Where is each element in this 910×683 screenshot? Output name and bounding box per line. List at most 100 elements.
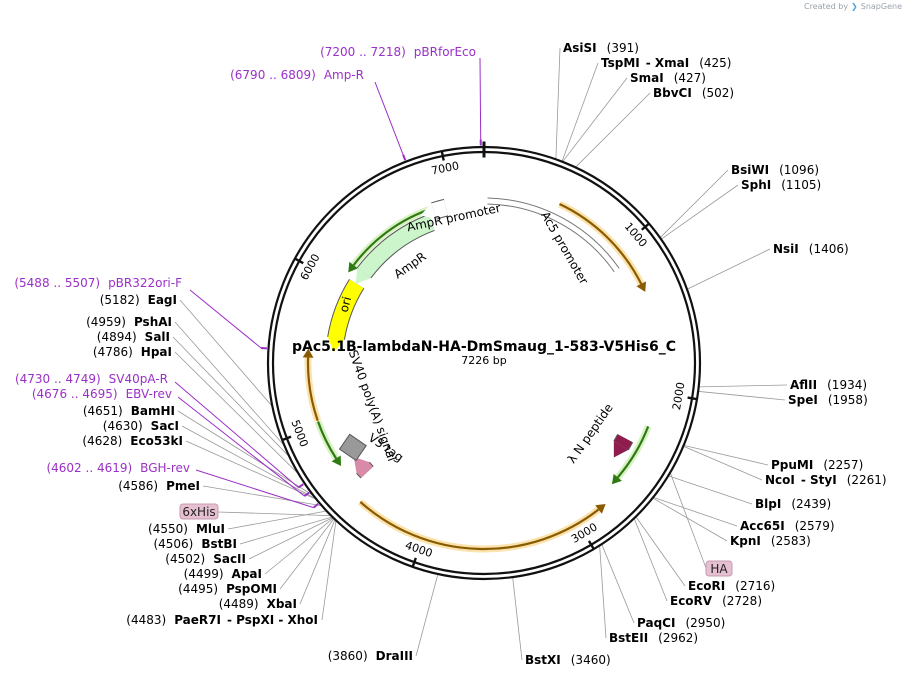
site-leader-32 [172,336,291,459]
primer-mark-4 [303,491,310,497]
primer-leader-4 [177,396,305,497]
restriction-site-sphi: SphI(1105) [741,178,821,192]
tick-2000 [687,396,697,401]
feature-label-5: AmpR [391,249,428,281]
primer-name: SV40pA-R [109,372,168,386]
site-leader-17 [599,544,607,639]
site-pos: (4489) [219,597,259,611]
feature-arrow-4 [327,336,345,353]
feature-arc-1 [614,434,633,450]
site-name: DraIII [376,649,413,663]
site-pos: (1934) [827,378,867,392]
site-leader-14 [635,515,686,587]
site-pos: (1105) [781,178,821,192]
site-leader-0 [555,47,561,160]
restriction-site-spei: SpeI(1958) [788,393,868,407]
site-pos: (2257) [823,458,863,472]
site-name: PaqCI [637,616,675,630]
site-pos: (1096) [779,163,819,177]
tick-7000 [440,151,445,161]
feature-label-1: λ N peptide [565,401,616,466]
primer-name: pBRforEco [414,45,476,59]
site-name: EcoRI [688,579,725,593]
site-pos: (391) [607,41,639,55]
restriction-site-bbvci: BbvCI(502) [653,86,734,100]
feature-arc-4 [328,279,364,340]
restriction-site-bstbi: (4506)BstBI [153,537,237,551]
site-leader-22 [279,517,335,590]
orf-arcs [302,200,652,553]
orf-arrow-5 [348,261,358,273]
credit-brand: SnapGene [860,2,902,11]
site-name: SmaI [630,71,664,85]
primer-leader-1 [374,81,404,155]
site-leader-3 [574,92,651,168]
restriction-site-apai: (4499)ApaI [184,567,262,581]
site-extra: - XmaI [646,56,689,70]
boxed-label-ha-leader [670,472,707,569]
restriction-site-eagi: (5182)EagI [100,293,177,307]
site-pos: (425) [699,56,731,70]
restriction-site-bamhi: (4651)BamHI [83,404,175,418]
site-leader-23 [264,517,335,575]
site-name: BamHI [131,404,175,418]
restriction-site-asisi: AsiSI(391) [563,41,639,55]
feature-arc-6 [431,199,448,219]
site-pos: (4502) [165,552,205,566]
site-name: PaeR7I [174,613,221,627]
site-pos: (4499) [184,567,224,581]
site-leader-13 [652,497,728,542]
orf-arc-0 [559,203,643,285]
primer-range: (4602 .. 4619) [46,461,132,475]
site-name: BstXI [525,653,561,667]
site-pos: (2950) [685,616,725,630]
feature-arc-5 [357,214,435,278]
site-pos: (502) [702,86,734,100]
site-leader-18 [512,576,523,661]
site-name: BstBI [201,537,237,551]
primer-name: Amp-R [324,68,364,82]
restriction-site-tspmi: TspMI - XmaI (425) [601,56,732,70]
feature-arcs [327,197,634,479]
tick-6000 [294,257,304,265]
primer-range: (5488 .. 5507) [14,276,100,290]
primer-name: pBR322ori-F [108,276,182,290]
site-pos: (2962) [658,631,698,645]
site-name: PmeI [166,479,200,493]
restriction-site-eco53ki: (4628)Eco53kI [82,434,183,448]
orf-arc-4 [306,357,319,422]
site-name: TspMI [601,56,640,70]
tick-4000 [411,557,417,567]
site-pos: (4586) [118,479,158,493]
restriction-site-pmei: (4586) PmeI [118,479,200,493]
snapgene-logo-icon: ❯ [851,2,858,11]
feature-arrow-5 [355,267,371,285]
site-leader-26 [227,510,328,530]
site-extra: - PspXI - XhoI [227,613,318,627]
site-leader-1 [561,62,599,163]
primer-mark-5 [312,502,319,509]
site-pos: (4628) [82,434,122,448]
restriction-site-paqci: PaqCI (2950) [637,616,725,630]
site-leader-20 [321,519,337,621]
feature-arrow-6 [420,203,437,220]
site-pos: (4786) [93,345,133,359]
orf-arrow-0 [636,281,647,292]
restriction-site-ecorv: EcoRV(2728) [670,594,762,608]
site-leader-10 [682,445,763,481]
site-pos: (1406) [809,242,849,256]
tick-5000 [282,435,292,441]
orf-arc-1 [616,425,650,479]
site-name: NcoI [765,473,795,487]
restriction-site-hpai: (4786)HpaI [93,345,172,359]
primer-mark-3 [297,483,304,489]
feature-arrow-1 [613,441,629,458]
primer-amp-r: (6790 .. 6809) Amp-R [230,68,364,82]
site-name: EagI [148,293,177,307]
site-name: BstEII [609,631,648,645]
restriction-site-bsiwi: BsiWI(1096) [731,163,819,177]
feature-box-3 [338,433,367,462]
restriction-site-saci: (4630)SacI [103,419,179,433]
primer-range: (6790 .. 6809) [230,68,316,82]
site-name: SacI [151,419,179,433]
